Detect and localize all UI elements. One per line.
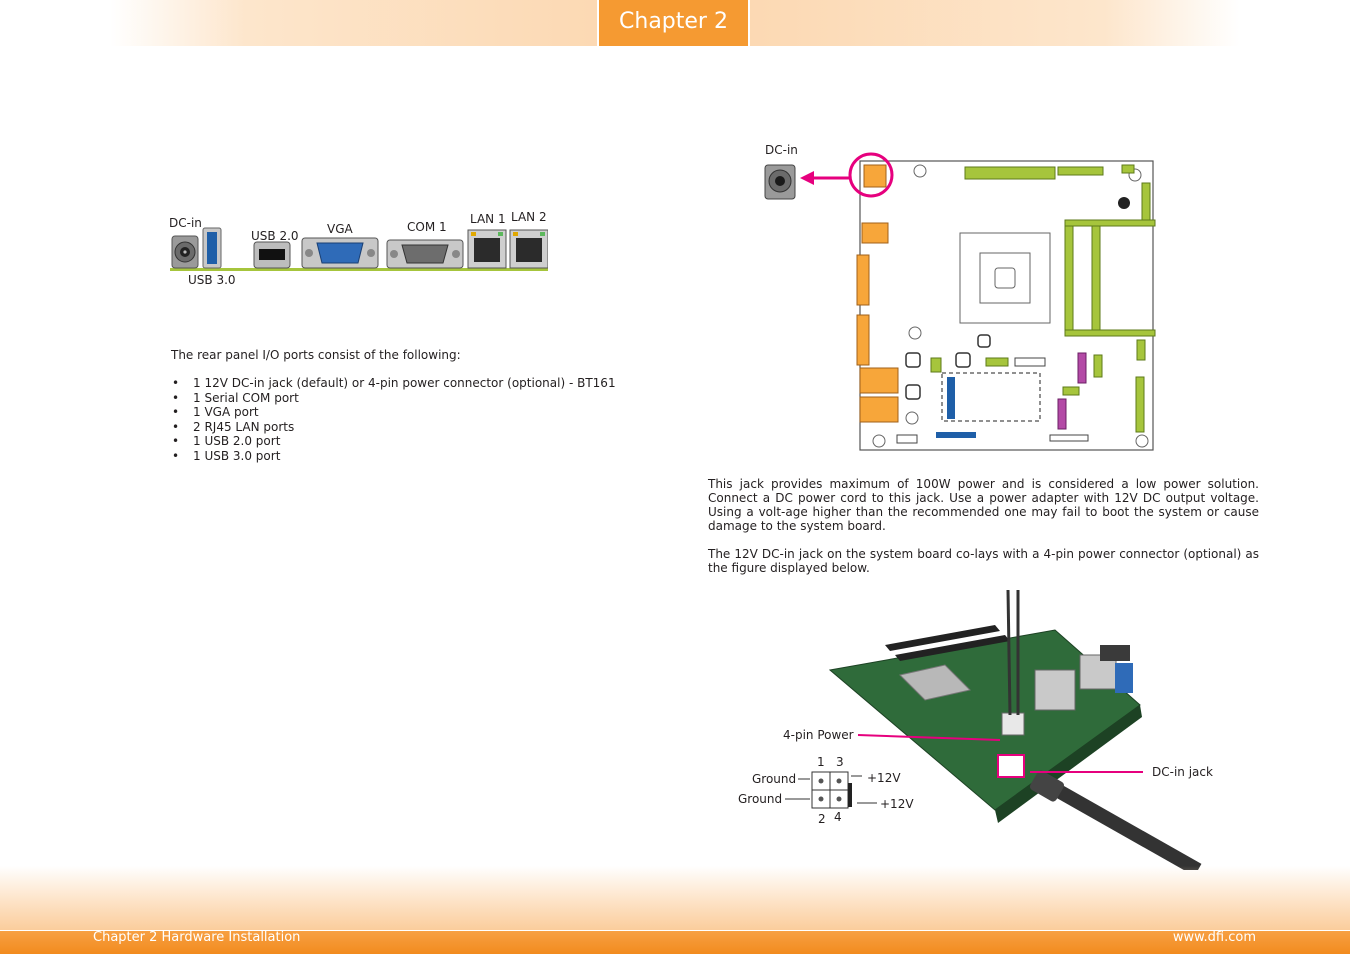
rear-label-lan2: LAN 2 (511, 210, 547, 224)
rear-panel-list: 1 12V DC-in jack (default) or 4-pin powe… (171, 376, 616, 463)
dc-in-jack-icon (764, 164, 796, 200)
lan2-port-icon (509, 229, 548, 269)
label-dc-in-jack: DC-in jack (1152, 765, 1213, 779)
pin-label-ground-2: Ground (738, 792, 783, 806)
list-item: 2 RJ45 LAN ports (171, 420, 616, 435)
rear-label-com1: COM 1 (407, 220, 447, 234)
rear-io-illustration (170, 227, 548, 271)
board-photo-illustration (785, 589, 1202, 870)
label-four-pin-power: 4-pin Power (783, 728, 854, 742)
pin-label-4: 4 (834, 810, 842, 824)
vga-port-icon (301, 237, 379, 269)
rear-label-usb30: USB 3.0 (188, 273, 236, 287)
list-item: 1 USB 2.0 port (171, 434, 616, 449)
footer-chapter-title: Chapter 2 Hardware Installation (93, 930, 301, 945)
highlight-circle (848, 152, 894, 198)
pin-label-1: 1 (817, 755, 825, 769)
chapter-tab[interactable]: Chapter 2 (597, 0, 750, 46)
rear-label-dc-in: DC-in (169, 216, 202, 230)
rear-label-lan1: LAN 1 (470, 212, 506, 226)
board-layout-diagram (764, 152, 1156, 451)
usb20-port-icon (253, 241, 291, 269)
four-pin-connector (1001, 712, 1025, 736)
pin-label-ground-1: Ground (752, 772, 797, 786)
board-dc-connector (863, 164, 887, 188)
list-item: 1 Serial COM port (171, 391, 616, 406)
footer-website-link[interactable]: www.dfi.com (1172, 930, 1256, 945)
lan1-port-icon (467, 229, 507, 269)
dc-in-paragraph-2: The 12V DC-in jack on the system board c… (708, 547, 1259, 575)
board-label-dc-in: DC-in (765, 143, 798, 157)
arrow-head-icon (800, 171, 814, 185)
usb30-port-icon (202, 227, 222, 269)
board-dc-jack (997, 754, 1025, 778)
pin-label-12v-1: +12V (867, 771, 901, 785)
list-item: 1 VGA port (171, 405, 616, 420)
pin-label-2: 2 (818, 812, 826, 826)
pin-label-3: 3 (836, 755, 844, 769)
list-item: 1 12V DC-in jack (default) or 4-pin powe… (171, 376, 616, 391)
rear-panel-intro: The rear panel I/O ports consist of the … (171, 348, 461, 362)
footer-band (0, 866, 1350, 930)
rear-label-vga: VGA (327, 222, 353, 236)
pin-label-12v-2: +12V (880, 797, 914, 811)
footer-bar (0, 930, 1350, 954)
rear-label-usb20: USB 2.0 (251, 229, 299, 243)
dc-in-jack-icon (171, 235, 199, 269)
com1-port-icon (386, 239, 464, 269)
dc-in-paragraph-1: This jack provides maximum of 100W power… (708, 477, 1259, 533)
list-item: 1 USB 3.0 port (171, 449, 616, 464)
